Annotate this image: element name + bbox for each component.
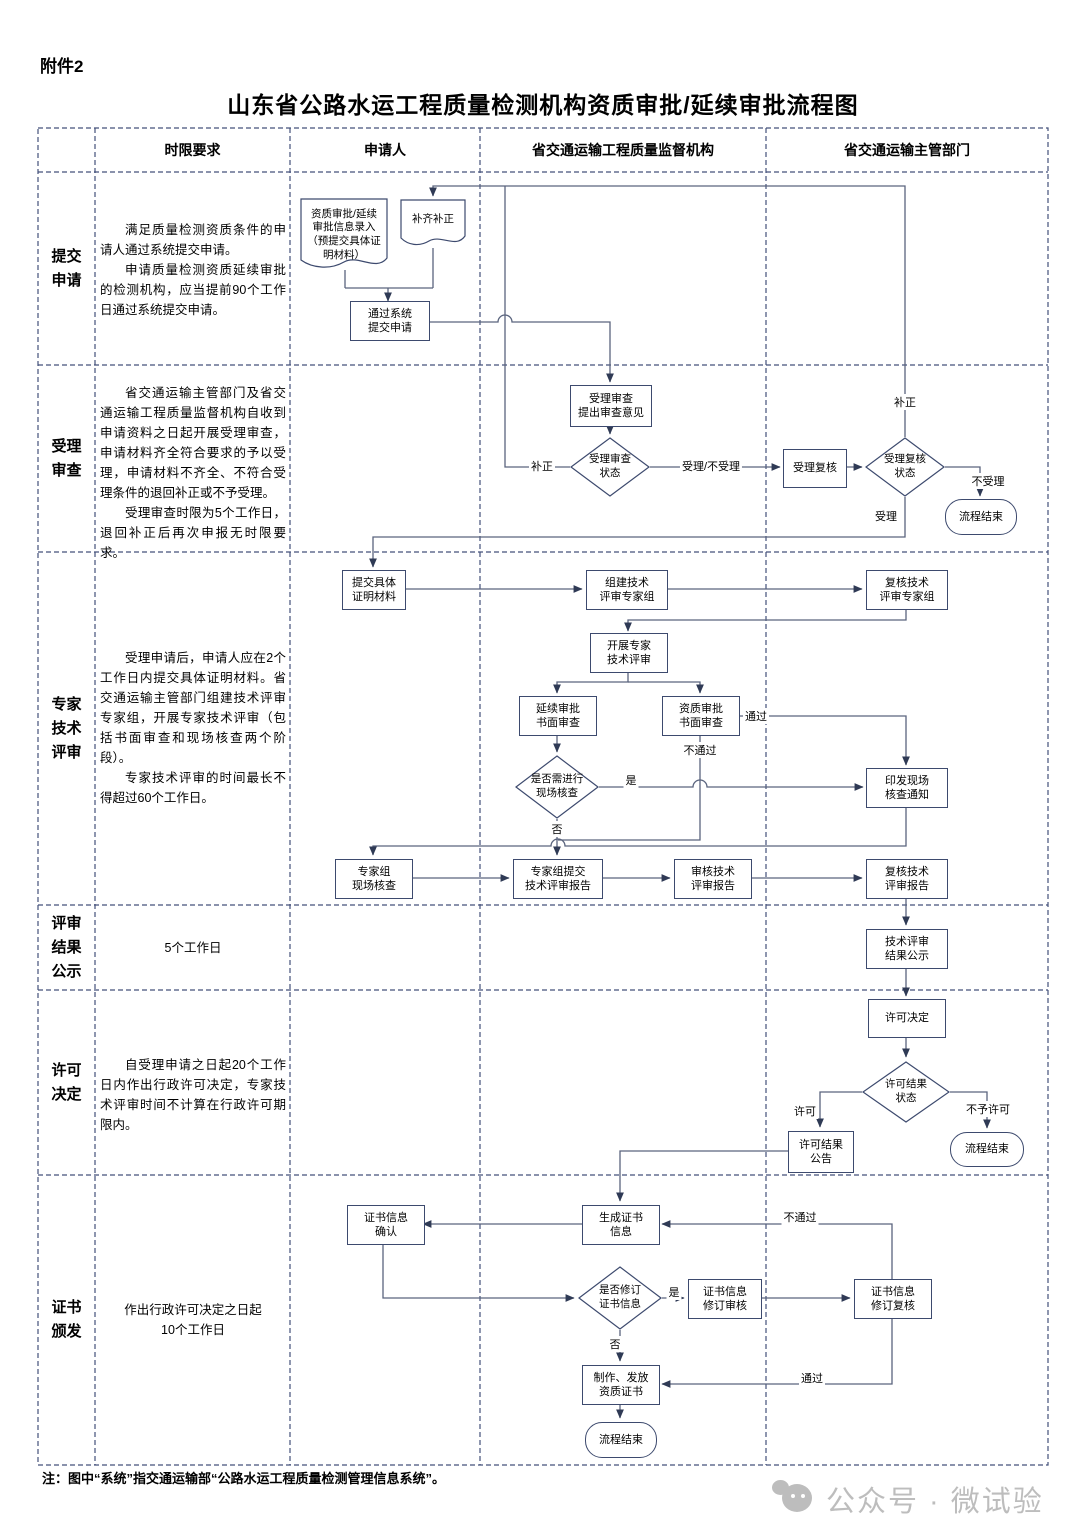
node-recheck-expert-panel: 复核技术 评审专家组 xyxy=(866,570,948,610)
edge-label-not-licensed: 不予许可 xyxy=(964,1101,1012,1117)
node-publish-review-result: 技术评审 结果公示 xyxy=(866,929,948,969)
edge-label-accept-or-reject: 受理/不受理 xyxy=(679,458,743,474)
time-requirement-submit: 满足质量检测资质条件的申请人通过系统提交申请。申请质量检测资质延续审批的检测机构… xyxy=(100,223,286,317)
wechat-icon xyxy=(772,1480,816,1518)
node-generate-certificate-info: 生成证书 信息 xyxy=(582,1205,660,1245)
edge-label-correction-1: 补正 xyxy=(529,458,555,474)
node-submit-proof-materials: 提交具体 证明材料 xyxy=(342,570,406,610)
node-certificate-revision-audit: 证书信息 修订审核 xyxy=(688,1279,762,1319)
node-issue-site-check-notice: 印发现场 核查通知 xyxy=(866,768,948,808)
stage-label-license: 许可决定 xyxy=(51,1061,82,1103)
stage-label-submit: 提交申请 xyxy=(51,247,82,289)
node-process-end-1: 流程结束 xyxy=(945,499,1017,535)
node-form-expert-panel: 组建技术 评审专家组 xyxy=(586,570,668,610)
node-audit-review-report: 审核技术 评审报告 xyxy=(674,859,752,899)
edge-label-fail-revision: 不通过 xyxy=(781,1209,819,1225)
edge-label-yes-site-check: 是 xyxy=(623,772,639,788)
node-certificate-info-confirm: 证书信息 确认 xyxy=(347,1205,425,1245)
node-certificate-revision-recheck: 证书信息 修订复核 xyxy=(854,1279,932,1319)
stage-label-certificate: 证书颁发 xyxy=(51,1299,82,1340)
column-header-applicant: 申请人 xyxy=(364,142,406,158)
edge-label-pass-written: 通过 xyxy=(743,708,769,724)
node-renewal-written-review: 延续审批 书面审查 xyxy=(519,696,597,736)
node-process-end-3: 流程结束 xyxy=(585,1422,657,1458)
edge-label-no-site-check: 否 xyxy=(549,821,565,837)
edge-label-yes-revise: 是 xyxy=(666,1284,682,1300)
edge-label-licensed: 许可 xyxy=(792,1103,818,1119)
node-acceptance-recheck-status-decision: 受理复核 状态 xyxy=(865,437,945,497)
node-acceptance-review-opinion: 受理审查 提出审查意见 xyxy=(570,385,652,427)
watermark-text: 公众号 · 微试验 xyxy=(826,1486,1044,1518)
time-requirement-license: 自受理申请之日起20个工作日内作出行政许可决定，专家技术评审时间不计算在行政许可… xyxy=(100,1058,286,1132)
node-expert-site-check: 专家组 现场核查 xyxy=(335,859,413,899)
node-license-decision: 许可决定 xyxy=(868,999,946,1038)
node-acceptance-recheck: 受理复核 xyxy=(783,449,847,488)
node-license-result-status-decision: 许可结果 状态 xyxy=(862,1061,950,1123)
column-header-time: 时限要求 xyxy=(164,142,221,158)
node-acceptance-review-status-decision: 受理审查 状态 xyxy=(570,437,650,497)
node-site-check-decision: 是否需进行 现场核查 xyxy=(515,755,599,819)
node-process-end-2: 流程结束 xyxy=(950,1132,1024,1167)
edge-label-correction-2: 补正 xyxy=(892,394,918,410)
node-qualification-written-review: 资质审批 书面审查 xyxy=(662,696,740,736)
stage-label-accept: 受理审查 xyxy=(51,437,82,479)
edge-label-no-revise: 否 xyxy=(607,1336,623,1352)
node-license-result-announcement: 许可结果 公告 xyxy=(788,1131,854,1173)
column-header-supervisor: 省交通运输工程质量监督机构 xyxy=(532,142,714,158)
page-title: 山东省公路水运工程质量检测机构资质审批/延续审批流程图 xyxy=(227,92,859,118)
edge-label-accepted: 受理 xyxy=(873,508,899,524)
node-make-issue-certificate: 制作、发放 资质证书 xyxy=(582,1365,660,1405)
node-submit-via-system: 通过系统 提交申请 xyxy=(350,301,430,341)
attachment-label: 附件2 xyxy=(40,57,84,76)
node-submit-review-report: 专家组提交 技术评审报告 xyxy=(513,859,603,899)
node-info-entry-document: 资质审批/延续 审批信息录入 （预提交具体证 明材料） xyxy=(300,198,388,272)
node-supplement-document: 补齐补正 xyxy=(400,199,466,249)
edge-label-pass-revision: 通过 xyxy=(799,1370,825,1386)
stage-label-expert: 专家技术评审 xyxy=(51,695,82,761)
watermark: 公众号 · 微试验 xyxy=(772,1478,1044,1520)
column-header-authority: 省交通运输主管部门 xyxy=(844,142,970,158)
stage-label-publish: 评审结果公示 xyxy=(51,914,82,980)
time-requirement-publish: 5个工作日 xyxy=(164,941,222,955)
edge-label-not-accepted: 不受理 xyxy=(969,473,1007,489)
node-conduct-expert-review: 开展专家 技术评审 xyxy=(590,633,668,673)
edge-label-fail-written: 不通过 xyxy=(681,742,719,758)
node-recheck-review-report: 复核技术 评审报告 xyxy=(866,859,948,899)
time-requirement-expert: 受理申请后，申请人应在2个工作日内提交具体证明材料。省交通运输主管部门组建技术评… xyxy=(100,651,286,805)
time-requirement-accept: 省交通运输主管部门及省交通运输工程质量监督机构自收到申请资料之日起开展受理审查，… xyxy=(100,386,286,560)
node-revise-certificate-decision: 是否修订 证书信息 xyxy=(578,1266,662,1330)
footnote: 注：图中“系统”指交通运输部“公路水运工程质量检测管理信息系统”。 xyxy=(42,1471,446,1486)
